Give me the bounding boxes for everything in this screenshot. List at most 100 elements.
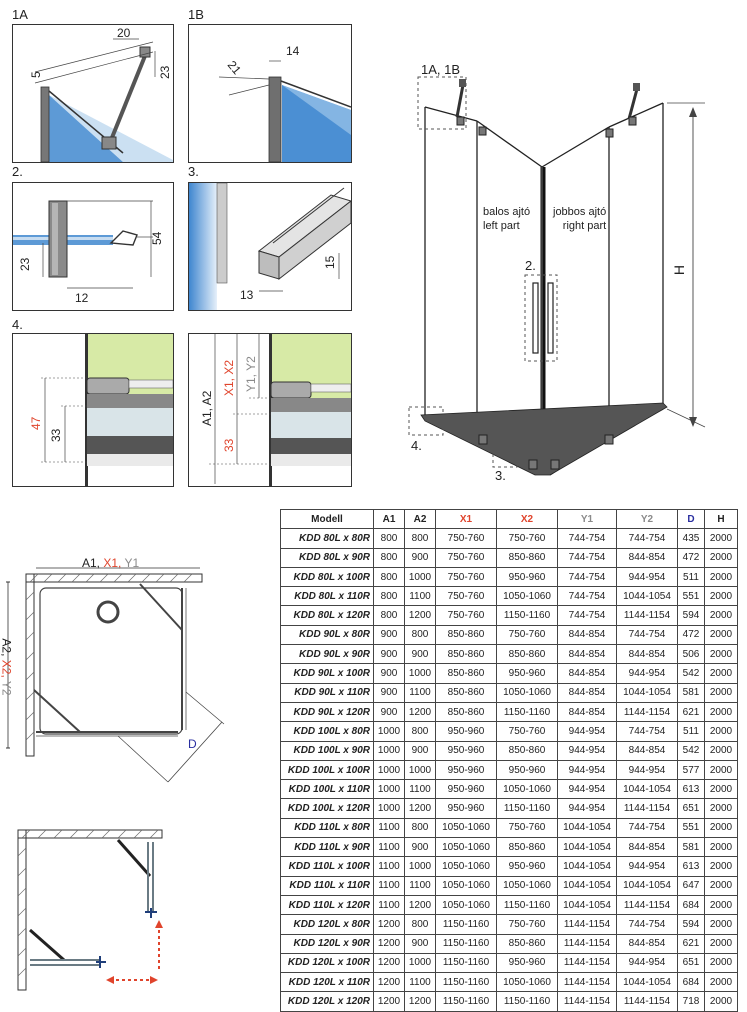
table-cell-model: KDD 80L x 90R bbox=[280, 547, 374, 568]
table-cell: 1200 bbox=[404, 701, 436, 723]
table-cell: 2000 bbox=[704, 817, 738, 839]
table-cell-model: KDD 110L x 80R bbox=[280, 817, 374, 839]
table-cell: 900 bbox=[404, 547, 436, 568]
table-cell: 1100 bbox=[373, 817, 405, 839]
table-cell: 800 bbox=[404, 914, 436, 935]
table-cell: 950-960 bbox=[496, 952, 558, 974]
table-cell: 744-754 bbox=[557, 528, 617, 549]
table-cell: 1144-1154 bbox=[557, 933, 617, 954]
table-cell: 2000 bbox=[704, 837, 738, 858]
col-header-a1: A1 bbox=[373, 508, 405, 530]
table-cell: 2000 bbox=[704, 914, 738, 935]
table-cell: 1050-1060 bbox=[435, 817, 497, 839]
plan-top-a1: A1, bbox=[82, 556, 104, 570]
table-cell: 800 bbox=[373, 528, 405, 549]
table-cell: 1144-1154 bbox=[616, 701, 678, 723]
table-cell: 744-754 bbox=[616, 624, 678, 646]
table-cell-model: KDD 90L x 100R bbox=[280, 663, 374, 684]
table-cell: 950-960 bbox=[496, 566, 558, 588]
table-cell: 1144-1154 bbox=[616, 894, 678, 916]
table-cell: 800 bbox=[404, 721, 436, 742]
table-cell: 1050-1060 bbox=[496, 972, 558, 993]
table-cell: 1100 bbox=[404, 875, 436, 896]
table-cell: 2000 bbox=[704, 856, 738, 877]
table-cell: 594 bbox=[677, 605, 705, 626]
table-cell: 944-954 bbox=[557, 798, 617, 819]
dim-2-23: 23 bbox=[18, 257, 32, 271]
dim-2-12: 12 bbox=[75, 291, 89, 305]
table-cell: 844-854 bbox=[616, 740, 678, 761]
table-cell: 744-754 bbox=[557, 586, 617, 607]
table-cell: 2000 bbox=[704, 547, 738, 568]
table-cell: 850-860 bbox=[435, 701, 497, 723]
left-part-hu: balos ajtó bbox=[483, 206, 531, 218]
table-cell: 900 bbox=[404, 740, 436, 761]
table-cell: 950-960 bbox=[496, 856, 558, 877]
table-cell: 850-860 bbox=[496, 740, 558, 761]
table-cell: 844-854 bbox=[557, 644, 617, 665]
table-cell: 1144-1154 bbox=[616, 991, 678, 1012]
col-header-x1: X1 bbox=[435, 508, 497, 530]
table-cell: 1100 bbox=[404, 586, 436, 607]
table-cell: 1044-1054 bbox=[616, 875, 678, 896]
table-cell: 1150-1160 bbox=[435, 933, 497, 954]
right-part-hu: jobbos ajtó bbox=[553, 206, 607, 218]
table-cell: 844-854 bbox=[616, 644, 678, 665]
callout-2: 2. bbox=[525, 258, 536, 273]
table-cell: 2000 bbox=[704, 566, 738, 588]
dim-1a-5: 5 bbox=[29, 71, 43, 78]
table-cell: 1100 bbox=[373, 894, 405, 916]
floor-plan-drawing bbox=[6, 567, 225, 783]
table-cell: 1144-1154 bbox=[557, 914, 617, 935]
table-cell: 2000 bbox=[704, 798, 738, 819]
table-cell: 2000 bbox=[704, 624, 738, 646]
table-cell: 1050-1060 bbox=[496, 682, 558, 703]
table-cell-model: KDD 100L x 100R bbox=[280, 759, 374, 781]
table-cell: 944-954 bbox=[557, 740, 617, 761]
table-cell: 744-754 bbox=[616, 914, 678, 935]
table-cell: 950-960 bbox=[496, 663, 558, 684]
table-cell: 1050-1060 bbox=[435, 894, 497, 916]
table-cell: 900 bbox=[373, 663, 405, 684]
table-cell: 900 bbox=[404, 644, 436, 665]
table-cell: 750-760 bbox=[496, 721, 558, 742]
plan-top-dim-label: A1, X1, Y1 bbox=[82, 556, 139, 570]
table-cell: 581 bbox=[677, 682, 705, 703]
table-cell: 1200 bbox=[404, 798, 436, 819]
table-cell: 511 bbox=[677, 721, 705, 742]
table-cell-model: KDD 120L x 80R bbox=[280, 914, 374, 935]
table-cell: 1144-1154 bbox=[616, 798, 678, 819]
table-cell: 2000 bbox=[704, 933, 738, 954]
table-cell: 1000 bbox=[373, 721, 405, 742]
table-cell: 718 bbox=[677, 991, 705, 1012]
table-cell: 684 bbox=[677, 894, 705, 916]
table-cell: 800 bbox=[404, 528, 436, 549]
table-cell: 844-854 bbox=[616, 837, 678, 858]
table-cell: 1000 bbox=[404, 663, 436, 684]
table-cell: 684 bbox=[677, 972, 705, 993]
spec-table-header-row: Modell A1 A2 X1 X2 Y1 Y2 D H bbox=[280, 508, 738, 530]
table-cell: 2000 bbox=[704, 740, 738, 761]
table-cell: 435 bbox=[677, 528, 705, 549]
table-cell-model: KDD 90L x 90R bbox=[280, 644, 374, 665]
table-cell: 800 bbox=[404, 817, 436, 839]
dim-4b-x1x2: X1, X2 bbox=[222, 360, 236, 396]
detail-1a-drawing: 20 5 23 bbox=[29, 26, 173, 162]
table-cell: 542 bbox=[677, 663, 705, 684]
table-cell: 950-960 bbox=[435, 798, 497, 819]
left-part-label: balos ajtó left part bbox=[483, 205, 530, 233]
table-cell: 2000 bbox=[704, 721, 738, 742]
table-cell: 1000 bbox=[373, 798, 405, 819]
table-cell: 800 bbox=[404, 624, 436, 646]
table-cell: 950-960 bbox=[496, 759, 558, 781]
table-cell: 577 bbox=[677, 759, 705, 781]
detail-4-label: 4. bbox=[12, 317, 23, 332]
table-cell: 850-860 bbox=[496, 644, 558, 665]
table-cell-model: KDD 110L x 90R bbox=[280, 837, 374, 858]
table-cell: 1000 bbox=[404, 566, 436, 588]
table-cell: 1044-1054 bbox=[557, 894, 617, 916]
